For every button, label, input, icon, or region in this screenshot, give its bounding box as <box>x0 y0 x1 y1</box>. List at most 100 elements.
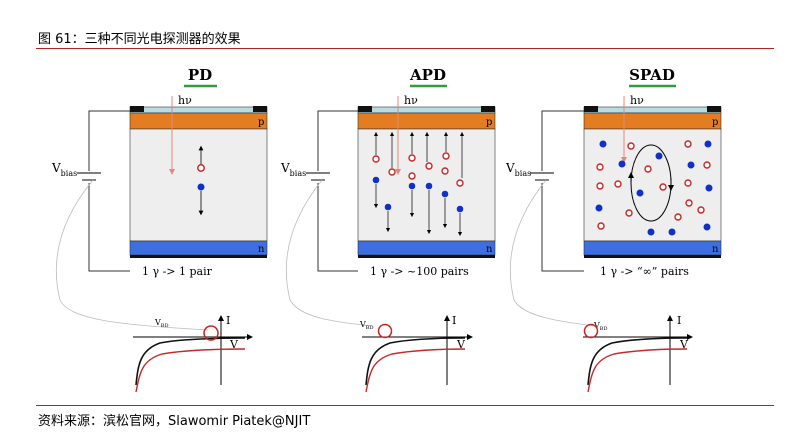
vbias-label: Vbias <box>280 161 306 178</box>
photon-label: hν <box>404 94 418 107</box>
electron-carrier <box>705 184 713 192</box>
hole-carrier <box>597 222 605 230</box>
pair-result: 1 γ -> ~100 pairs <box>370 265 469 278</box>
circuit-wire <box>317 110 358 171</box>
electron-carrier <box>425 182 433 190</box>
electron-carrier <box>595 204 603 212</box>
n-layer <box>129 240 268 256</box>
circuit-wire <box>541 183 584 272</box>
connector-line <box>509 179 595 327</box>
bottom-contact <box>584 255 721 258</box>
panel-pd: PD Vbias p n hν 1 γ -> 1 pair I V <box>51 66 268 393</box>
carrier-cloud <box>595 140 713 236</box>
figure-caption: 图 61：三种不同光电探测器的效果 <box>38 32 241 47</box>
photon-label: hν <box>630 94 644 107</box>
contact-pad <box>707 106 721 112</box>
hole-carrier <box>372 155 380 163</box>
pair-result: 1 γ -> 1 pair <box>142 265 213 278</box>
p-layer <box>357 112 496 130</box>
panel-title: APD <box>409 66 446 84</box>
source-note: 资料来源：滨松官网，Slawomir Piatek@NJIT <box>38 414 311 429</box>
axis-i-label: I <box>452 314 456 327</box>
vbias-label: Vbias <box>51 161 77 178</box>
vbd-label: VBD <box>359 320 373 331</box>
p-layer <box>583 112 722 130</box>
p-label: p <box>258 117 264 128</box>
hole-carrier <box>388 168 396 176</box>
contact-pad <box>481 106 495 112</box>
bottom-contact <box>358 255 495 258</box>
electron-carrier <box>703 223 711 231</box>
panel-title: SPAD <box>629 66 675 84</box>
p-label: p <box>486 117 492 128</box>
vbias-label: Vbias <box>505 161 531 178</box>
operating-point-highlight <box>583 323 599 339</box>
n-label: n <box>486 244 493 255</box>
iv-curve-light <box>135 348 246 393</box>
electron-carrier <box>636 189 644 197</box>
carrier-group <box>372 131 465 237</box>
axis-i-label: I <box>677 314 681 327</box>
p-layer <box>129 112 268 130</box>
hole-carrier <box>408 154 416 162</box>
electron-carrier <box>704 140 712 148</box>
hole-carrier <box>644 165 652 173</box>
axis-v-label: V <box>229 338 239 351</box>
operating-point-highlight <box>203 325 219 341</box>
electron-carrier <box>655 152 663 160</box>
hole-carrier <box>674 213 682 221</box>
hole-carrier <box>408 172 416 180</box>
electron-carrier <box>384 203 392 211</box>
hole-carrier <box>442 152 450 160</box>
n-label: n <box>712 244 719 255</box>
hole-carrier <box>684 140 692 148</box>
vbd-label: VBD <box>593 321 607 332</box>
circuit-wire <box>88 183 130 272</box>
n-layer <box>583 240 722 256</box>
pair-result: 1 γ -> “∞” pairs <box>600 265 689 278</box>
electron-carrier <box>618 160 626 168</box>
axis-i-label: I <box>226 314 230 327</box>
electron-carrier <box>687 161 695 169</box>
electron-carrier <box>441 190 449 198</box>
window-layer <box>357 106 496 114</box>
panel-title: PD <box>188 66 212 84</box>
circuit-wire <box>88 110 130 171</box>
contact-pad <box>253 106 267 112</box>
iv-curve-light <box>587 348 688 393</box>
electron-carrier <box>599 140 607 148</box>
electron-carrier <box>197 183 205 191</box>
p-label: p <box>712 117 718 128</box>
hole-carrier <box>614 180 622 188</box>
contact-pad <box>584 106 598 112</box>
hole-carrier <box>684 179 692 187</box>
circuit-wire <box>317 183 358 272</box>
hole-carrier <box>685 199 693 207</box>
electron-carrier <box>456 205 464 213</box>
hole-carrier <box>625 209 633 217</box>
panel-spad: SPAD Vbias p n hν <box>505 66 722 393</box>
depletion-region <box>583 128 722 242</box>
electron-carrier <box>372 176 380 184</box>
vbd-label: VBD <box>154 318 168 329</box>
caption-divider <box>36 48 774 49</box>
axis-v-label: V <box>456 338 466 351</box>
hole-carrier <box>596 163 604 171</box>
connector-line <box>55 179 209 331</box>
photon-label: hν <box>178 94 192 107</box>
bottom-contact <box>130 255 267 258</box>
circuit-wire <box>541 110 584 171</box>
axis-v-label: V <box>679 338 689 351</box>
hole-carrier <box>697 206 705 214</box>
hole-carrier <box>627 142 635 150</box>
hole-carrier <box>659 183 667 191</box>
n-label: n <box>258 244 265 255</box>
hole-carrier <box>197 164 205 172</box>
iv-curve-light <box>365 348 466 393</box>
panel-apd: APD Vbias p n hν <box>280 66 496 393</box>
connector-line <box>285 179 373 327</box>
contact-pad <box>130 106 144 112</box>
contact-pad <box>358 106 372 112</box>
iv-curve-dark <box>365 337 466 386</box>
